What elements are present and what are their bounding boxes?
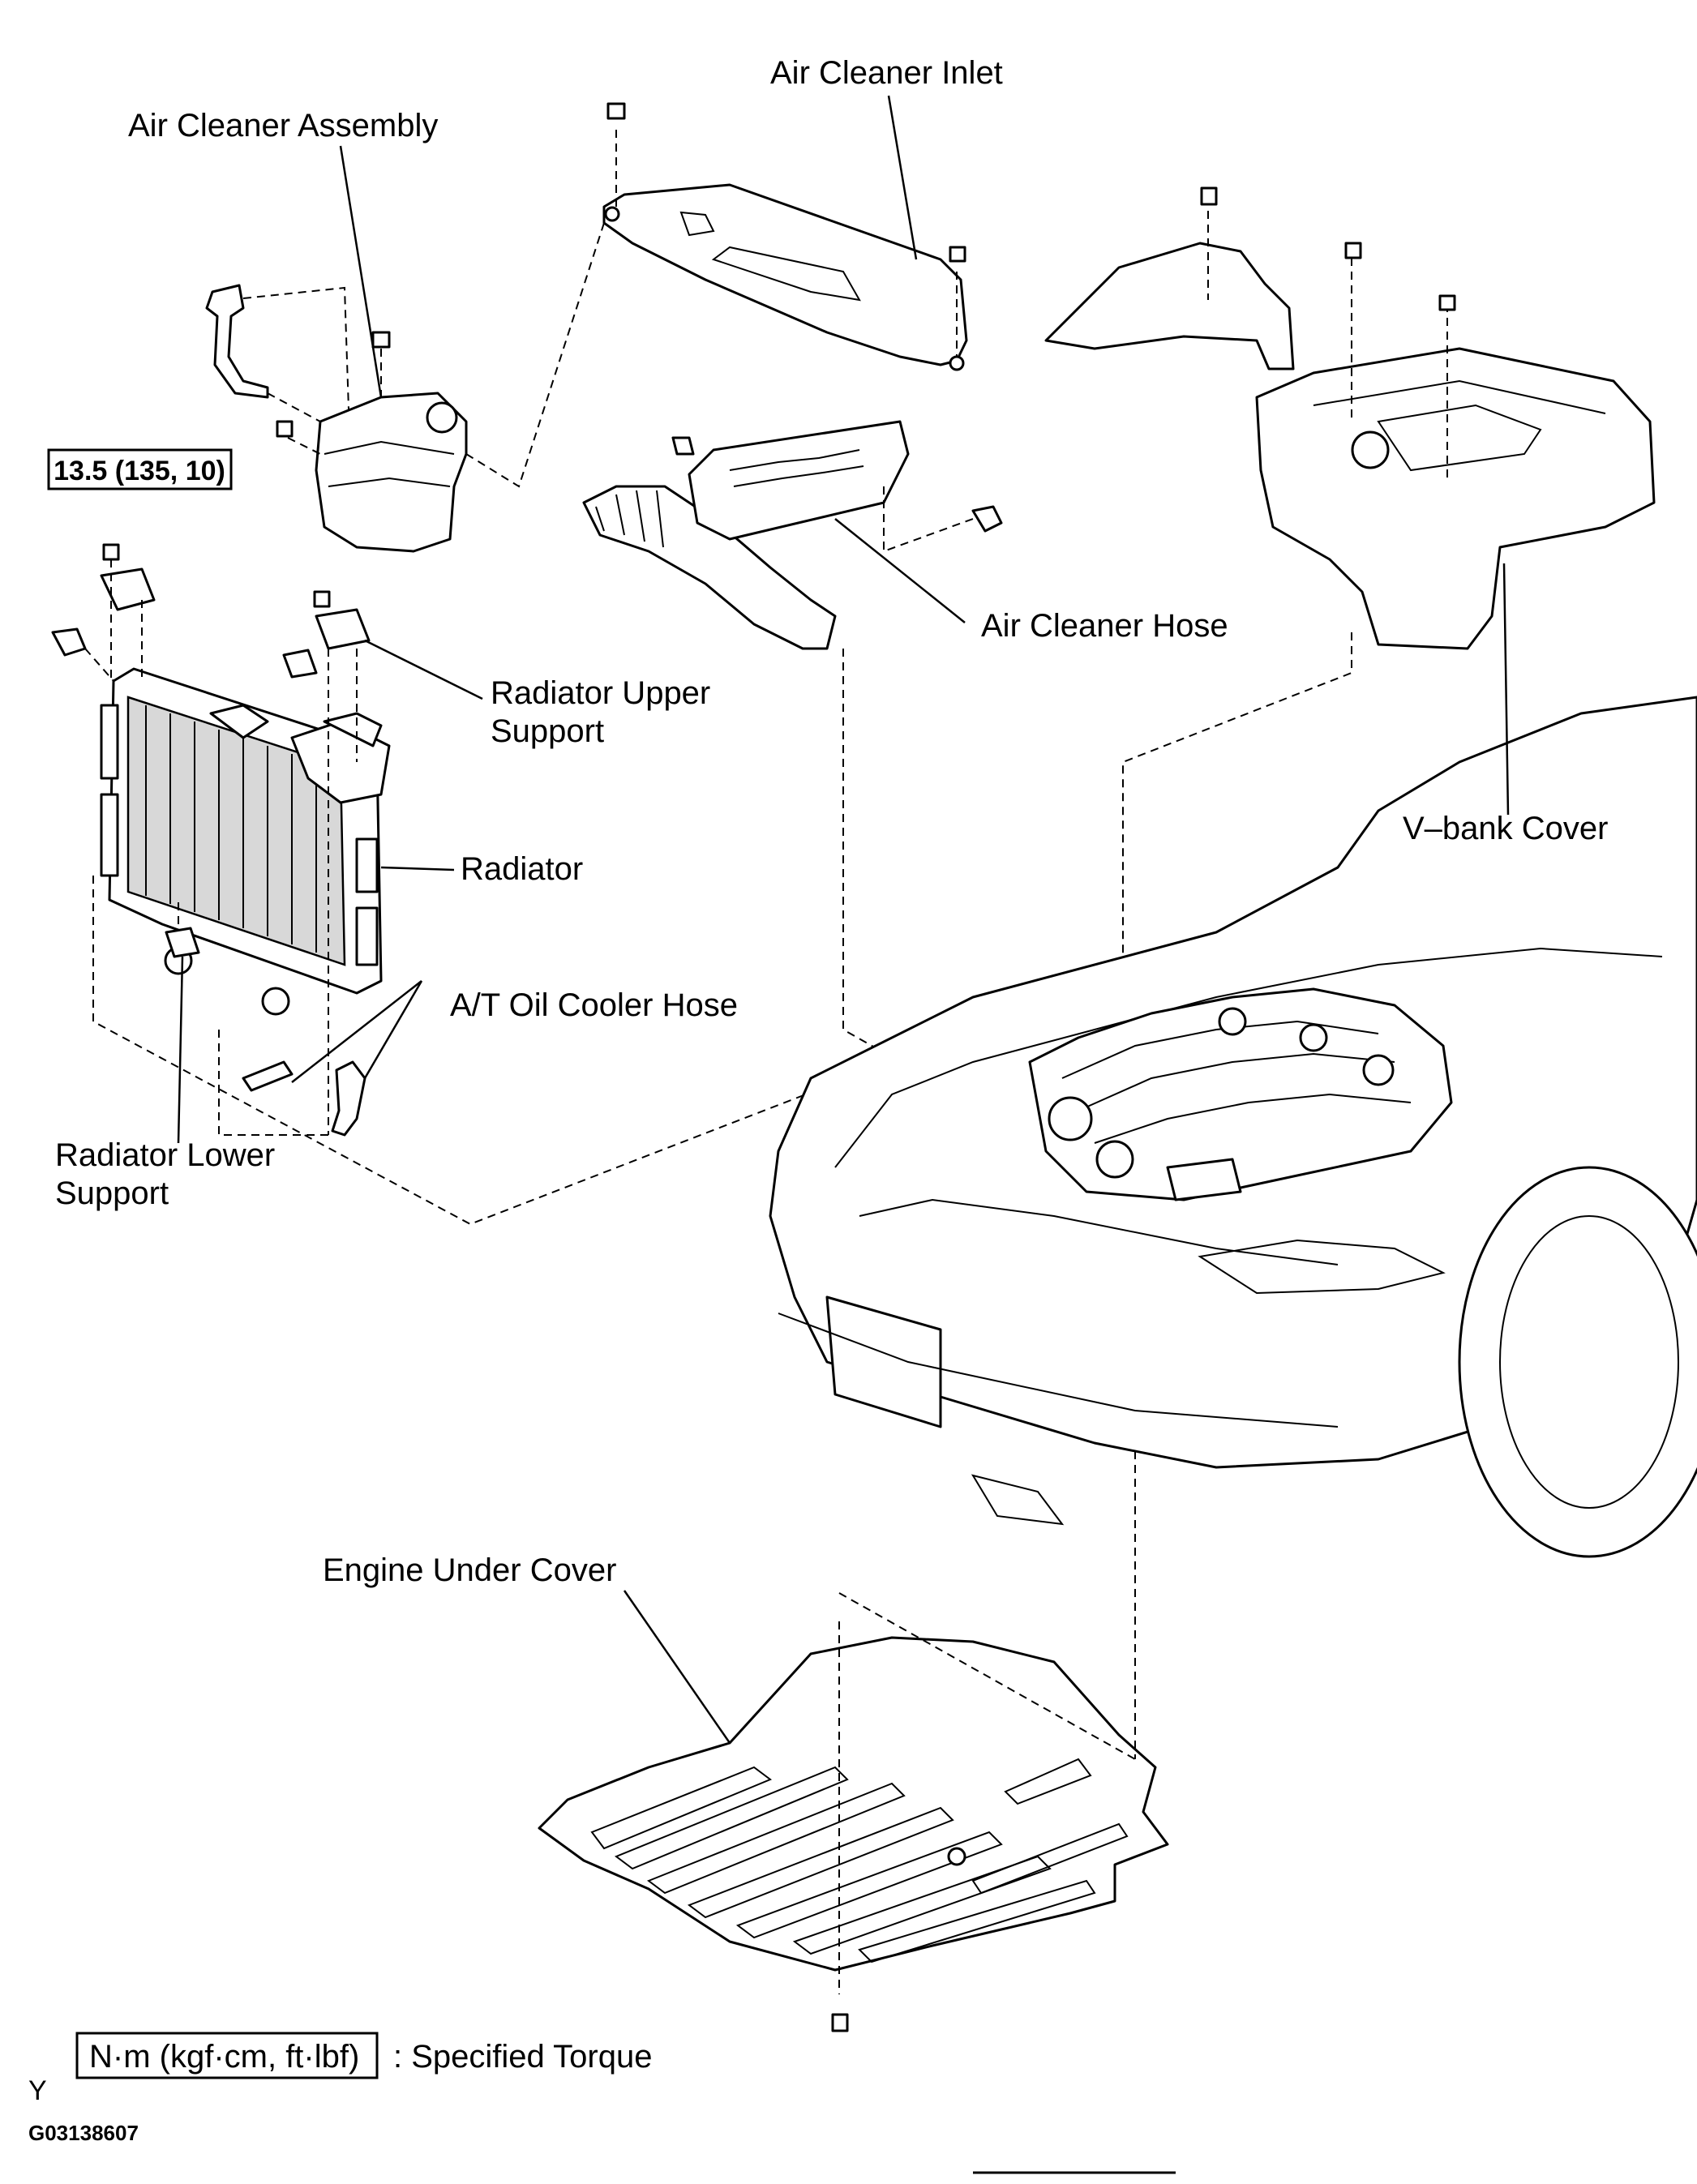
label-engine-under-cover: Engine Under Cover [323,1552,616,1588]
label-air-cleaner-assembly: Air Cleaner Assembly [128,108,438,143]
engine-in-bay [1028,987,1453,1201]
air-cleaner-inlet-part [602,102,968,371]
leader-lines [177,95,1510,1744]
label-air-cleaner-inlet: Air Cleaner Inlet [770,55,1003,91]
label-at-oil-cooler-hose: A/T Oil Cooler Hose [450,987,738,1023]
air-cleaner-assembly-part [205,222,605,553]
label-radiator-upper-support-line2: Support [491,713,604,749]
label-radiator: Radiator [461,851,583,887]
torque-spec-value: 13.5 (135, 10) [54,456,225,486]
figure-code: G03138607 [28,2121,139,2145]
corner-mark: Y [28,2075,47,2106]
v-bank-cover-part [1122,242,1656,1086]
engine-under-cover-part [538,1451,1176,2174]
engine-cover-bracket-part [1044,186,1295,370]
radiator-lower-support-part [165,900,200,958]
legend-unit-box-text: N·m (kgf·cm, ft·lbf) [89,2039,359,2075]
label-radiator-lower-support-line1: Radiator Lower [55,1137,275,1173]
label-air-cleaner-hose: Air Cleaner Hose [981,608,1228,644]
label-v-bank-cover: V–bank Cover [1403,811,1608,846]
label-radiator-lower-support-line2: Support [55,1176,169,1211]
label-radiator-upper-support-line1: Radiator Upper [491,675,710,711]
torque-legend: N·m (kgf·cm, ft·lbf) : Specified Torque [75,2032,652,2079]
torque-spec-box: 13.5 (135, 10) [47,448,233,490]
radiator-part [100,667,391,1016]
legend-specified-torque-text: : Specified Torque [393,2039,652,2075]
at-oil-cooler-hose-parts [92,876,901,1226]
